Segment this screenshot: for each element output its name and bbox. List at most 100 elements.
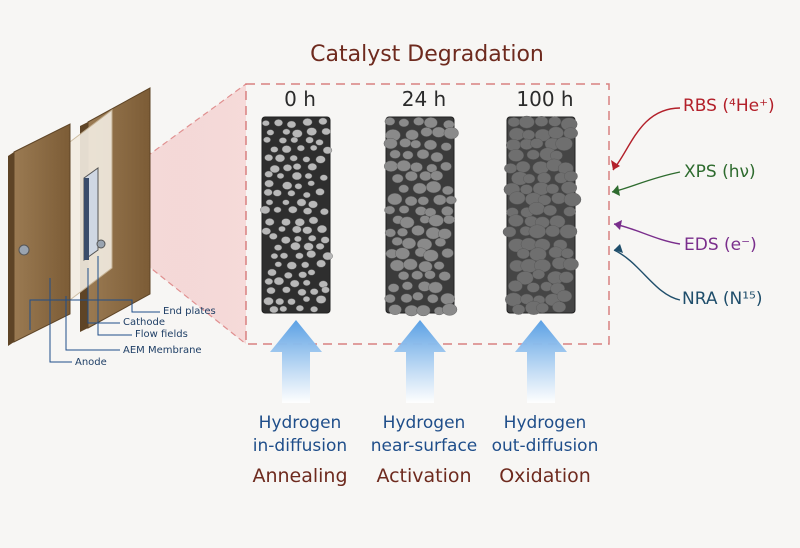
catalyst-particle [526,282,540,293]
catalyst-particle [518,115,535,129]
catalyst-particle [278,225,286,232]
catalyst-particle [322,252,333,261]
catalyst-particle [291,171,302,181]
catalyst-particle [294,218,305,227]
bolt-front [18,244,30,256]
technique-nra: NRA (N¹⁵) [682,289,763,309]
catalyst-particle [302,296,311,303]
catalyst-particle [294,235,302,243]
technique-arrowhead-1 [612,185,620,196]
technique-eds-probe: (e⁻) [724,235,757,255]
catalyst-particle [278,137,287,144]
catalyst-particle [543,204,557,216]
catalyst-particle [427,294,439,304]
catalyst-particle [410,162,423,173]
catalyst-particle [537,194,552,206]
catalyst-particle [396,160,411,172]
catalyst-particle [502,226,517,238]
catalyst-particle [532,269,545,280]
catalyst-particle [402,150,414,160]
catalyst-particle [298,271,308,279]
catalyst-particle [508,214,524,227]
catalyst-particle [536,302,549,314]
catalyst-particle [403,258,418,271]
catalyst-particle [269,164,280,173]
hydrogen-label-2: Hydrogen [503,413,587,433]
catalyst-column-0 [260,116,333,314]
catalyst-particle [399,138,412,148]
technique-rbs-name: RBS [683,96,717,116]
catalyst-particle [412,291,424,301]
catalyst-particle [528,202,545,216]
catalyst-particle [397,227,408,237]
cathode-layer [84,178,89,260]
catalyst-particle [428,281,443,294]
catalyst-particle [318,117,328,125]
catalyst-particle [420,127,433,137]
catalyst-particle [522,129,535,141]
catalyst-particle [563,192,582,207]
catalyst-particle [405,171,418,182]
catalyst-particle [411,270,424,280]
technique-rbs: RBS (⁴He⁺) [683,96,775,116]
catalyst-particle [423,249,439,262]
catalyst-particle [424,270,436,280]
catalyst-particle [284,271,293,279]
catalyst-particle [321,127,331,136]
leader-aem-membrane [65,296,120,351]
technique-arrow-0 [612,107,681,171]
catalyst-particle [304,172,313,180]
catalyst-particle [398,271,410,281]
catalyst-particle [290,279,300,288]
catalyst-particle [516,271,534,285]
catalyst-particle [523,173,536,184]
catalyst-particle [430,170,444,181]
catalyst-particle [445,195,457,205]
catalyst-particle [307,163,317,171]
catalyst-particle [426,180,442,194]
catalyst-particle [296,198,307,207]
cell-leader-lines [29,256,160,363]
time-label-100h: 100 h [516,87,574,111]
technique-xps: XPS (hν) [684,162,756,182]
leader-anode [49,278,72,363]
catalyst-particle [441,248,454,259]
catalyst-particle [413,117,425,126]
catalyst-particle [310,288,319,296]
catalyst-particle [308,234,317,242]
catalyst-particle [263,297,274,306]
catalyst-particle [505,292,523,307]
catalyst-particle [282,199,290,206]
catalyst-particle [508,127,525,141]
catalyst-particle [260,205,271,215]
technique-arrow-1 [611,171,681,193]
catalyst-particle [560,248,574,259]
leader-cathode [87,268,120,324]
catalyst-particle [546,183,560,195]
catalyst-particle [509,191,526,205]
catalyst-particle [434,237,447,247]
process-activation: Activation [376,465,472,487]
catalyst-particle [516,248,530,259]
catalyst-particle [315,188,325,196]
catalyst-particle [302,191,311,199]
catalyst-particle [399,216,415,229]
catalyst-particle [384,228,396,238]
catalyst-particle [506,139,521,152]
catalyst-particle [274,261,282,268]
catalyst-particle [270,253,279,260]
catalyst-particle [433,261,445,270]
catalyst-particle [294,183,303,190]
catalyst-particle [442,185,454,196]
catalyst-particle [433,194,447,206]
catalyst-particle [269,232,278,240]
catalyst-particle [273,206,282,213]
catalyst-particle [437,228,452,240]
catalyst-particle [548,116,562,127]
catalyst-particle [389,149,401,159]
catalyst-particle [520,184,533,195]
time-label-0h: 0 h [284,87,316,111]
catalyst-particle [281,236,291,244]
catalyst-particle [559,271,574,284]
